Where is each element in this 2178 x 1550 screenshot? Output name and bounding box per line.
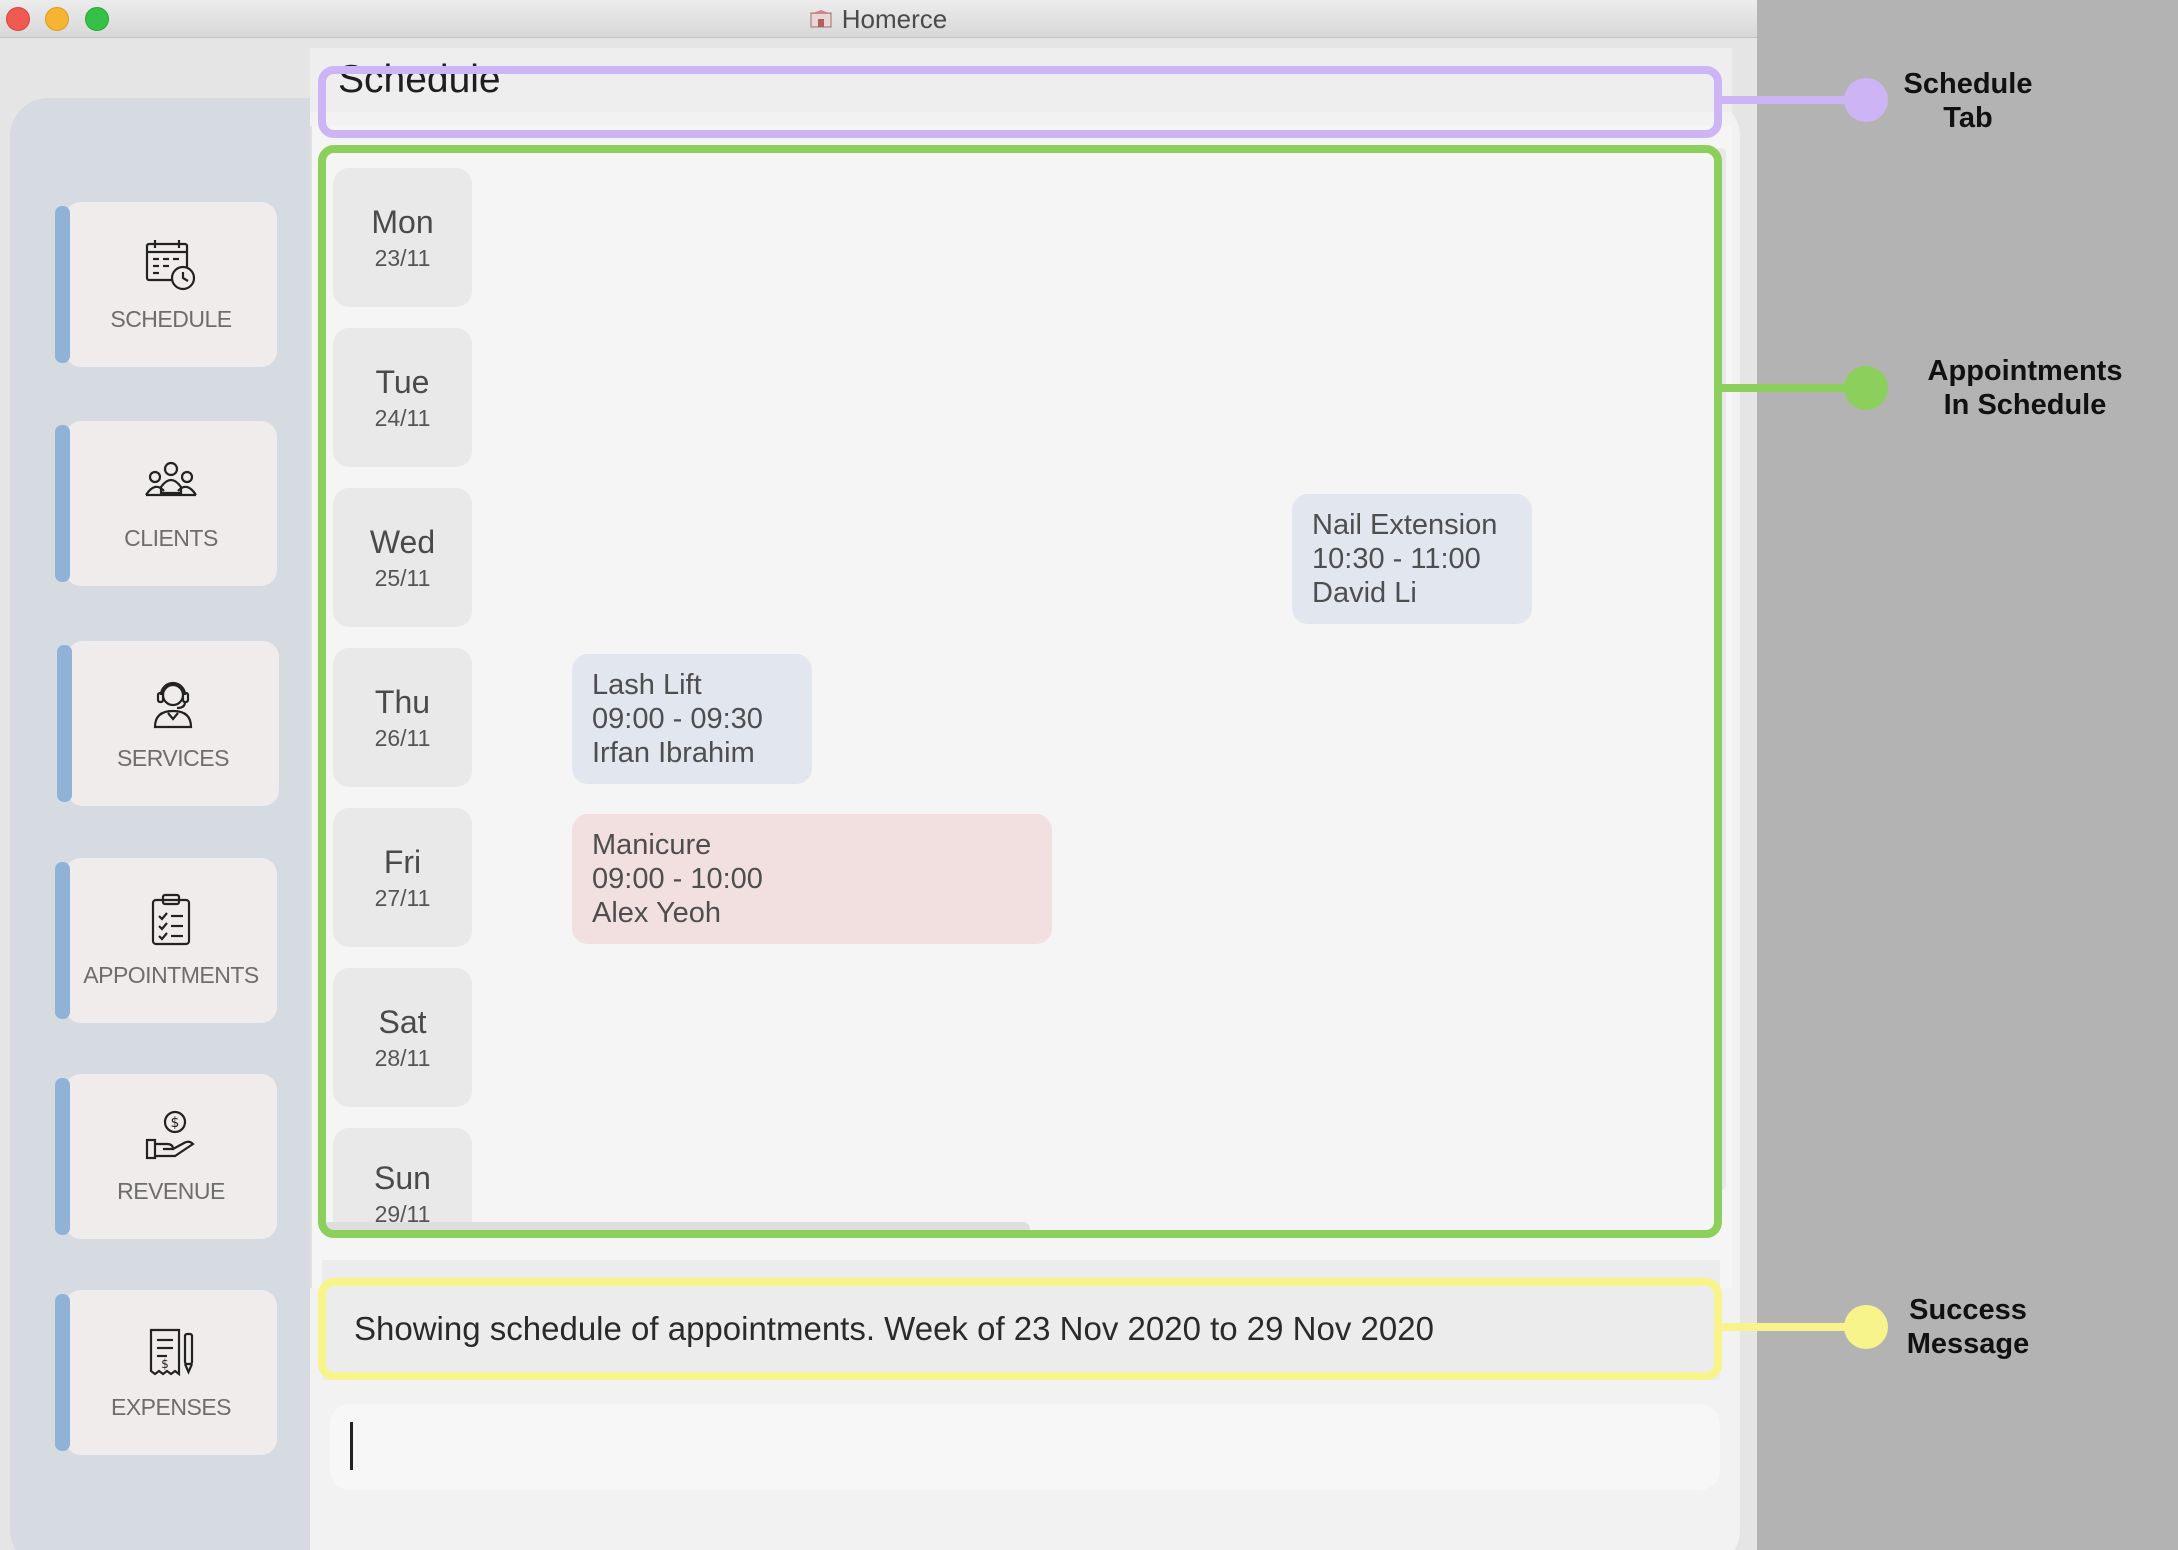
appointments-annotation: Appointments In Schedule: [1900, 354, 2150, 422]
clipboard-check-icon: [151, 893, 191, 946]
sidebar-item-appointments[interactable]: APPOINTMENTS: [55, 858, 277, 1023]
maximize-window-button[interactable]: [85, 7, 109, 31]
tab-title-box: [310, 48, 1732, 112]
day-name: Mon: [371, 203, 434, 240]
appointment-card[interactable]: Nail Extension 10:30 - 11:00 David Li: [1292, 494, 1532, 624]
calendar-clock-icon: [145, 240, 196, 291]
day-name: Tue: [375, 363, 430, 400]
day-name: Sat: [378, 1003, 427, 1040]
active-indicator: [55, 425, 70, 582]
sidebar-item-services[interactable]: SERVICES: [57, 641, 279, 806]
active-indicator: [55, 862, 70, 1019]
schedule-tab-connector: [1722, 96, 1866, 104]
appointment-client: Alex Yeoh: [592, 897, 722, 929]
day-cell-sun: Sun 29/11: [333, 1128, 472, 1224]
annotation-line: Tab: [1943, 102, 1993, 134]
sidebar-item-label: REVENUE: [117, 1178, 225, 1204]
sidebar-item-label: EXPENSES: [111, 1394, 232, 1420]
minimize-window-button[interactable]: [45, 7, 69, 31]
appointment-client: Irfan Ibrahim: [592, 737, 755, 769]
close-window-button[interactable]: [6, 7, 30, 31]
appointments-connector: [1722, 384, 1866, 392]
day-date: 28/11: [374, 1044, 431, 1071]
day-date: 26/11: [374, 724, 431, 751]
receipt-pen-icon: $: [149, 1328, 194, 1377]
annotation-line: Schedule: [1903, 68, 2033, 100]
annotation-line: Message: [1906, 1328, 2030, 1360]
day-date: 29/11: [374, 1201, 431, 1224]
day-cell-wed: Wed 25/11: [333, 488, 472, 627]
day-date: 24/11: [374, 404, 431, 431]
schedule-tab-annotation: Schedule Tab: [1868, 67, 2068, 135]
app-logo-icon: [809, 10, 832, 28]
appointment-time: 09:00 - 09:30: [592, 703, 763, 735]
day-cell-sat: Sat 28/11: [333, 968, 472, 1107]
day-cell-mon: Mon 23/11: [333, 168, 472, 307]
success-message-marker: [1844, 1305, 1888, 1349]
active-indicator: [55, 1078, 70, 1235]
appointments-marker: [1844, 366, 1888, 410]
annotation-line: Success: [1909, 1294, 2027, 1326]
active-indicator: [55, 1294, 70, 1451]
window-titlebar: Homerce: [0, 0, 1757, 38]
sidebar: SCHEDULE CLIENTS: [10, 98, 310, 1550]
appointment-service: Nail Extension: [1312, 509, 1498, 541]
appointment-card[interactable]: Manicure 09:00 - 10:00 Alex Yeoh: [572, 814, 1052, 944]
annotation-line: In Schedule: [1943, 389, 2107, 421]
sidebar-item-label: SCHEDULE: [110, 306, 232, 332]
day-cell-thu: Thu 26/11: [333, 648, 472, 787]
schedule-panel[interactable]: [310, 126, 1732, 1288]
day-name: Fri: [383, 843, 422, 880]
appointment-client: David Li: [1312, 577, 1417, 609]
success-message-connector: [1722, 1323, 1866, 1331]
svg-text:$: $: [161, 1357, 169, 1371]
day-date: 27/11: [374, 884, 431, 911]
appointment-time: 09:00 - 10:00: [592, 863, 763, 895]
day-cell-fri: Fri 27/11: [333, 808, 472, 947]
active-indicator: [57, 645, 72, 802]
svg-text:$: $: [171, 1115, 180, 1131]
page-title: Schedule: [338, 58, 501, 101]
appointment-time: 10:30 - 11:00: [1312, 543, 1481, 575]
horizontal-scrollbar[interactable]: [322, 1222, 1030, 1236]
appointment-service: Manicure: [592, 829, 712, 861]
annotation-line: Appointments: [1927, 355, 2123, 387]
command-input[interactable]: [330, 1404, 1720, 1490]
sidebar-item-clients[interactable]: CLIENTS: [55, 421, 277, 586]
sidebar-item-revenue[interactable]: $ REVENUE: [55, 1074, 277, 1239]
appointment-card[interactable]: Lash Lift 09:00 - 09:30 Irfan Ibrahim: [572, 654, 812, 784]
sidebar-item-label: APPOINTMENTS: [83, 962, 259, 988]
success-message-annotation: Success Message: [1868, 1293, 2068, 1361]
day-date: 25/11: [374, 564, 431, 591]
result-message: Showing schedule of appointments. Week o…: [354, 1310, 1434, 1347]
window-body: SCHEDULE CLIENTS: [0, 38, 1757, 1550]
sidebar-item-expenses[interactable]: $ EXPENSES: [55, 1290, 277, 1455]
text-caret: [350, 1422, 353, 1470]
active-indicator: [55, 206, 70, 363]
day-cell-tue: Tue 24/11: [333, 328, 472, 467]
sidebar-item-label: SERVICES: [117, 745, 229, 771]
headset-person-icon: [153, 681, 193, 729]
hand-coin-icon: $: [145, 1110, 195, 1160]
window-title: Homerce: [841, 3, 948, 34]
day-date: 23/11: [374, 244, 431, 271]
day-name: Sun: [374, 1160, 431, 1196]
day-name: Thu: [374, 683, 431, 720]
schedule-tab-marker: [1844, 78, 1888, 122]
sidebar-item-label: CLIENTS: [124, 525, 218, 551]
people-icon: [145, 461, 197, 497]
day-name: Wed: [369, 523, 436, 560]
appointment-service: Lash Lift: [592, 669, 702, 701]
vertical-scrollbar[interactable]: [1716, 148, 1726, 1190]
sidebar-item-schedule[interactable]: SCHEDULE: [55, 202, 277, 367]
